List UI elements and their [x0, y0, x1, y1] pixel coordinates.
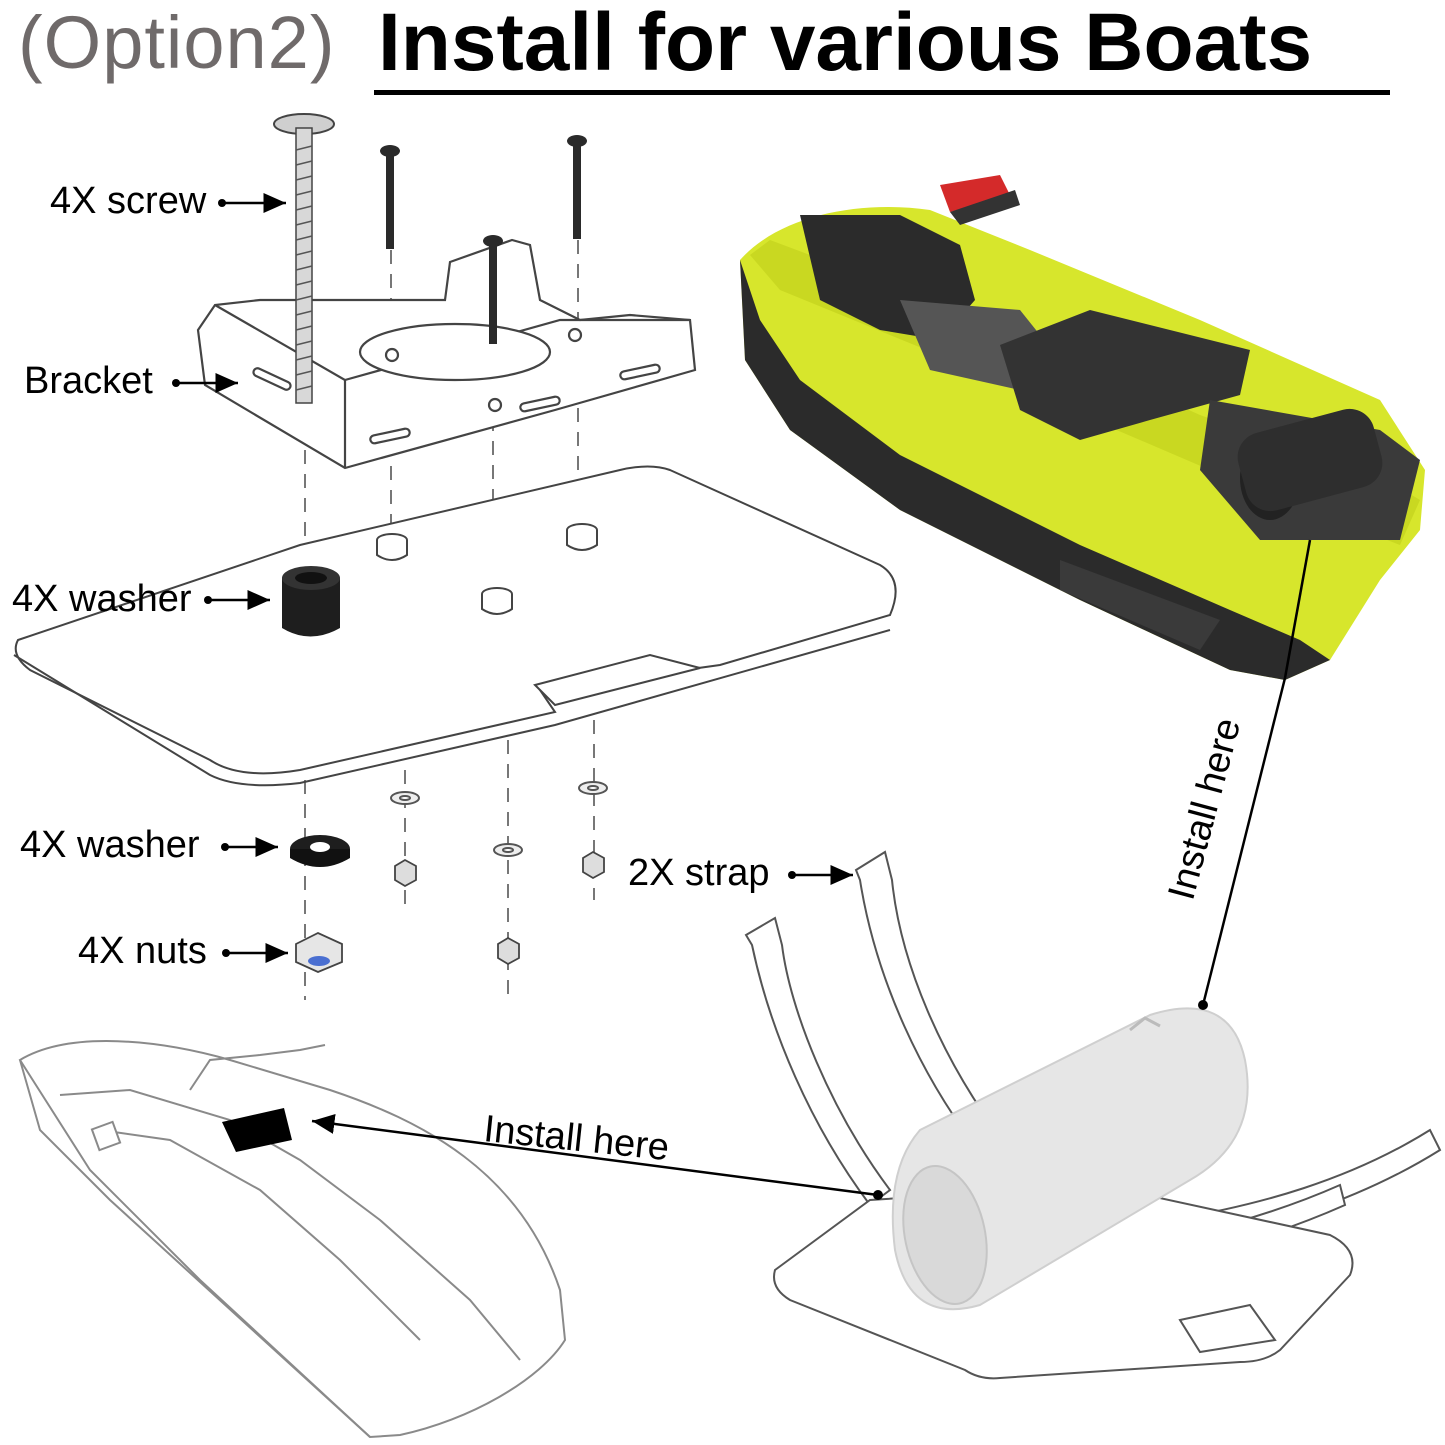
mounting-plate-drawing: [13, 465, 897, 787]
install-leader-lines: [311, 539, 1312, 1197]
speaker-drawing: [891, 1007, 1249, 1311]
rubber-washer-drawing: [290, 835, 350, 867]
label-strap: 2X strap: [628, 852, 770, 894]
label-washer-top: 4X washer: [12, 578, 192, 620]
part-arrow-dots: [172, 199, 796, 957]
page-title: Install for various Boats: [378, 0, 1313, 88]
label-screw: 4X screw: [50, 180, 207, 222]
install-leader-dots: [873, 1000, 1208, 1200]
small-screws-drawing: [380, 135, 587, 344]
long-screw-drawing: [273, 113, 335, 404]
install-spot-marker: [222, 1108, 292, 1152]
black-washer-drawing: [282, 566, 340, 637]
yellow-jetski-drawing: [740, 175, 1425, 680]
label-bracket: Bracket: [24, 360, 153, 402]
plate-spacers-drawing: [376, 523, 598, 615]
part-arrows: [176, 193, 853, 963]
outline-jetski-drawing: [18, 1040, 567, 1439]
option-label: (Option2): [18, 1, 336, 84]
title-underline: [374, 90, 1390, 95]
bracket-drawing: [196, 238, 697, 470]
label-washer-bottom: 4X washer: [20, 824, 200, 866]
flat-washers-drawing: [390, 781, 608, 857]
nuts-drawing: [295, 850, 605, 973]
label-nuts: 4X nuts: [78, 930, 207, 972]
